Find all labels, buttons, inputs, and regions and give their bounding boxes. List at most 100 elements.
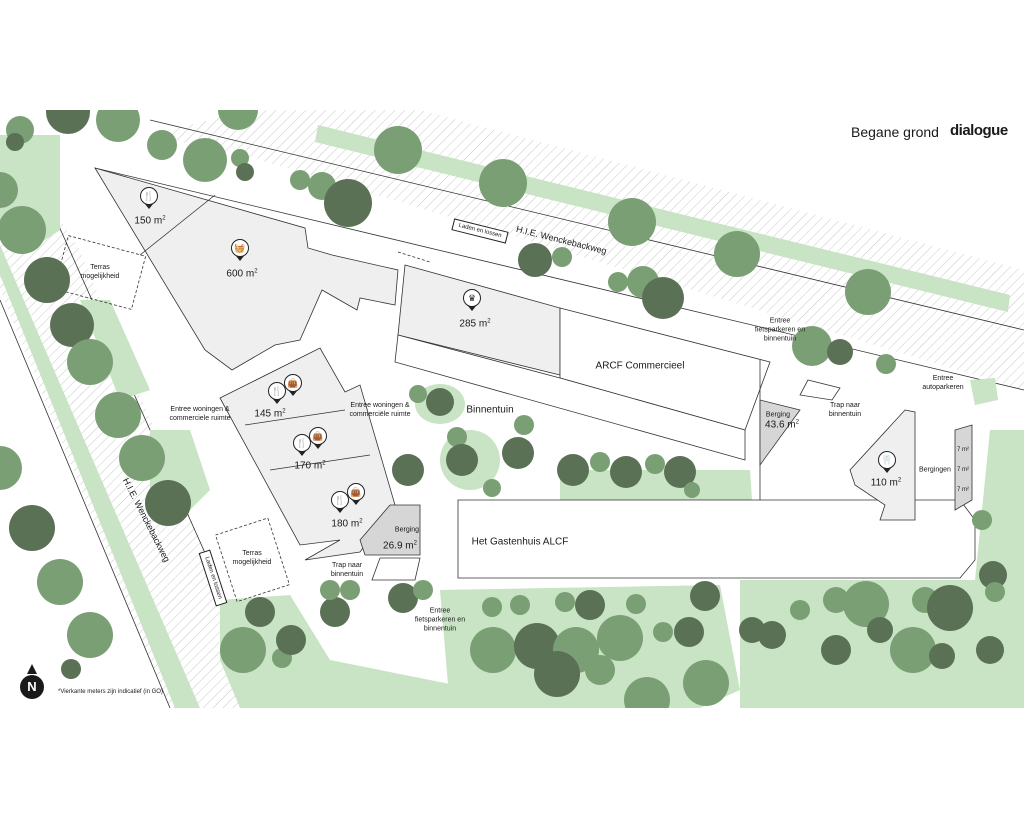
trees [0,110,1007,708]
tree [684,482,700,498]
unit-area-150: 150 m2 [134,215,166,227]
tree [409,385,427,403]
tree [24,257,70,303]
tree [340,580,360,600]
tree [320,580,340,600]
terrace-label-north: Terras mogelijkheid [80,264,120,280]
building-arcf-lower [394,334,746,461]
storage-label-bergingen: Bergingen [919,466,951,474]
tree [514,415,534,435]
tree [642,277,684,319]
tree [67,339,113,385]
shop-bag-icon: 👜 [309,427,327,449]
tree [479,159,527,207]
tree [645,454,665,474]
building-label-gastenhuis: Het Gastenhuis ALCF [471,536,569,548]
tree [823,587,849,613]
courtyard-label: Binnentuin [466,404,514,416]
tree [236,163,254,181]
restaurant-icon: 🍴 [268,382,286,404]
entrance-label-bikes-bottom: Entree fietsparkeren en binnentuin [414,607,466,633]
restaurant-icon: 🍴 [293,434,311,456]
tree [388,583,418,613]
tree [575,590,605,620]
top-road-hatch [150,110,1024,390]
tree [827,339,853,365]
tree [483,479,501,497]
tree [67,612,113,658]
tree [792,326,832,366]
tree [220,627,266,673]
unit-area-600: 600 m2 [226,268,258,280]
supermarket-basket-icon: 🧺 [231,239,249,261]
tree [37,559,83,605]
tree [585,655,615,685]
storage-area-1: 43.6 m2 [765,419,799,431]
unit-area-145: 145 m2 [254,408,286,420]
tree [690,581,720,611]
tree [552,247,572,267]
tree [0,172,18,208]
restaurant-icon: 🍴 [331,491,349,513]
tree [867,617,893,643]
brand-logo: dialogue [950,122,1008,139]
north-arrow-icon [27,664,37,674]
stairs-top [799,379,841,401]
service-icon: ♛ [463,289,481,311]
tree [502,437,534,469]
storage-unit: 7 m² [957,447,969,453]
building-label-arcf: ARCF Commercieel [595,360,685,372]
tree [46,110,90,134]
tree [610,456,642,488]
tree [985,582,1005,602]
tree [664,456,696,488]
tree [597,615,643,661]
tree [608,272,628,292]
unit-area-170: 170 m2 [294,460,326,472]
page-title: Begane grond [851,124,939,140]
tree [590,452,610,472]
tree [790,600,810,620]
tree [446,444,478,476]
tree [624,677,670,708]
shop-bag-icon: 👜 [284,374,302,396]
tree [876,354,896,374]
entrance-label-car: Entree autoparkeren [922,375,964,391]
tree [758,621,786,649]
storage-bergingen [954,424,973,511]
tree [413,580,433,600]
tree [0,206,46,254]
tree [96,110,140,142]
footnote: *Vierkante meters zijn indicatief (in GO… [58,689,163,695]
storage-label-2: Berging [394,526,420,534]
stairs-label-bottom: Trap naar binnentuin [330,562,364,578]
tree [821,635,851,665]
tree [626,594,646,614]
entrance-label-bikes-top: Entree fietsparkeren en binnentuin [754,317,806,343]
unit-area-285: 285 m2 [459,318,491,330]
storage-unit: 7 m² [957,487,969,493]
tree [518,243,552,277]
stairs-label-top: Trap naar binnentuin [828,402,862,418]
tree [976,636,1004,664]
tree [927,585,973,631]
tree [324,179,372,227]
building-145-180 [219,347,396,561]
storage-label-1: Berging [765,411,791,419]
terrace-label-south: Terras mogelijkheid [232,550,272,566]
tree [392,454,424,486]
tree [653,622,673,642]
unit-area-110: 110 m2 [870,477,902,489]
tree [0,446,22,490]
tree [9,505,55,551]
tree [972,510,992,530]
tree [374,126,422,174]
restaurant-icon: 🍴 [140,187,158,209]
entrance-label-residential-mid: Entree woningen & commerciële ruimte [349,402,411,418]
tree [145,480,191,526]
tree [6,133,24,151]
tree [557,454,589,486]
tree [674,617,704,647]
storage-43 [759,399,801,467]
tree [218,110,258,130]
